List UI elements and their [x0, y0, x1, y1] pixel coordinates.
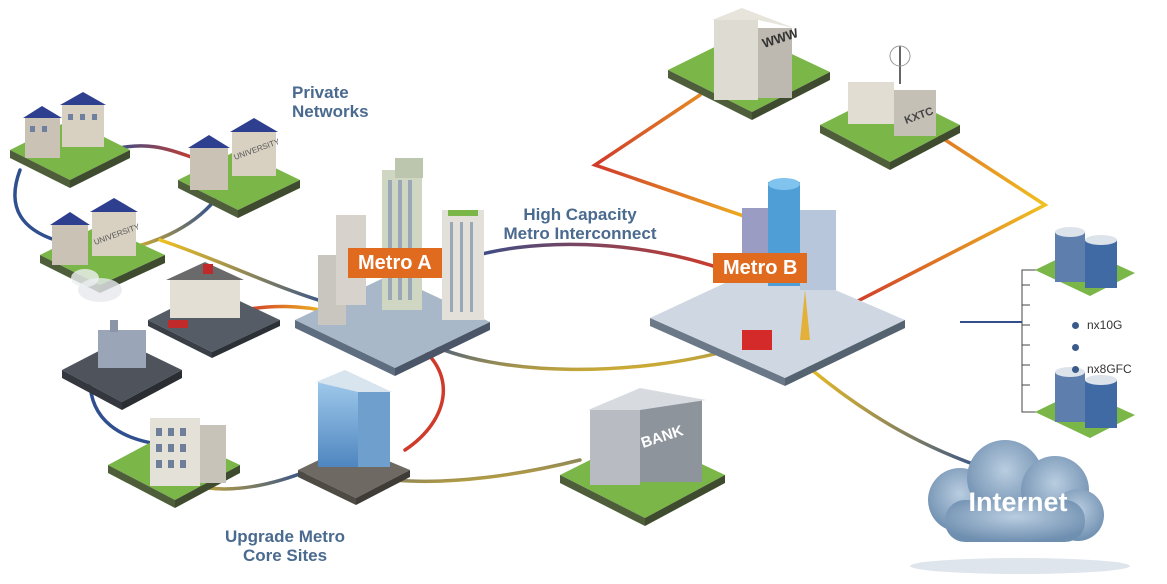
high-capacity-line-1: High Capacity [523, 205, 637, 224]
link-metrob-internet [798, 358, 992, 472]
link-metroa-metrob-lower [418, 338, 732, 372]
upgrade-metro-line-2: Core Sites [242, 546, 328, 565]
fire-station [148, 262, 280, 358]
link-univ1-univ3 [13, 168, 57, 242]
metro-b-city [650, 178, 905, 386]
link-bank-metrob [540, 400, 580, 445]
metro-a-city [295, 158, 490, 376]
internet-cloud [910, 440, 1130, 574]
link-metroa-metrob [453, 242, 727, 272]
private-networks-line-1: Private [292, 83, 349, 102]
link-speed-item [1072, 336, 1132, 358]
kxtc-station: KXTC [820, 45, 960, 170]
factory [62, 269, 182, 410]
bullet-icon [1072, 321, 1079, 329]
glass-office [298, 370, 410, 505]
bullet-icon [1072, 365, 1079, 373]
private-networks-line-2: Networks [292, 102, 369, 121]
link-speed-list: nx10G nx8GFC [1072, 314, 1132, 380]
connection-lines [13, 93, 1049, 491]
link-www-metrob [591, 93, 772, 227]
datacenter-bottom [1035, 367, 1135, 438]
datacenter-bracket [960, 269, 1045, 413]
university-campus-2: UNIVERSITY [178, 118, 300, 218]
bullet-icon [1072, 343, 1079, 351]
link-speed-item: nx8GFC [1072, 358, 1132, 380]
metro-a-badge: Metro A [348, 248, 442, 278]
apartment-building [108, 418, 240, 508]
link-speed-item: nx10G [1072, 314, 1132, 336]
high-capacity-line-2: Metro Interconnect [503, 224, 657, 243]
link-kxtc-dc [848, 128, 1049, 307]
high-capacity-label: High Capacity Metro Interconnect [480, 205, 680, 243]
link-office-bank [393, 458, 582, 484]
link-speed-text: nx8GFC [1087, 362, 1132, 376]
upgrade-metro-label: Upgrade Metro Core Sites [200, 527, 370, 565]
upgrade-metro-line-1: Upgrade Metro [225, 527, 345, 546]
link-univ-metroa [158, 238, 337, 307]
university-campus-1 [10, 92, 130, 188]
www-building: WWW [668, 8, 830, 120]
bank-building: BANK [560, 388, 725, 526]
datacenter-top [1035, 227, 1135, 296]
link-speed-text: nx10G [1087, 318, 1123, 332]
internet-label: Internet [968, 487, 1068, 517]
metro-b-badge: Metro B [713, 253, 808, 283]
private-networks-label: Private Networks [292, 83, 369, 121]
